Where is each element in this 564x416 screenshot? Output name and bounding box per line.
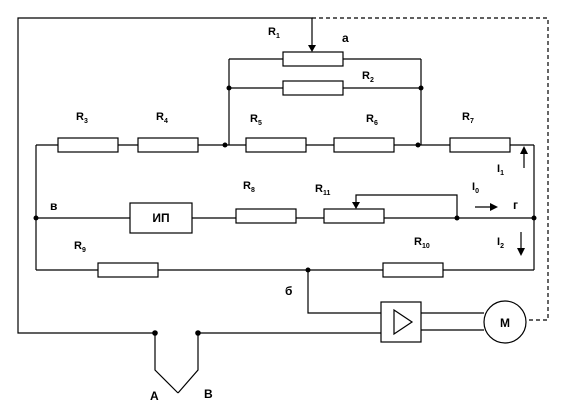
label-r4: R4 [156,111,168,125]
r1-slider-arrow-icon [308,45,316,52]
resistor-r6 [333,137,395,153]
node-label-B: В [204,387,213,401]
label-i0: I0 [472,181,479,195]
amplifier-triangle-icon [393,308,414,336]
amplifier [380,301,422,343]
label-r9: R9 [74,240,86,254]
power-source-box [129,202,193,234]
junction-dot [415,142,421,148]
resistor-r5 [245,137,307,153]
label-r1: R1 [268,26,280,40]
node-label-A: А [150,389,159,403]
terminal-dot [152,330,158,336]
i0-arrowhead-icon [490,203,498,211]
i2-arrowhead-icon [517,248,525,256]
resistor-r11 [323,208,385,224]
label-r11: R11 [315,183,330,197]
wire-feedback-dashed [312,17,549,321]
i1-arrowhead-icon [520,146,528,154]
label-r8: R8 [243,180,255,194]
thermocouple-leg-a [154,333,179,394]
junction-dot [531,215,537,221]
r11-slider-arrow-icon [352,202,360,209]
terminal-dot [195,330,201,336]
node-label-a: а [342,31,349,45]
resistor-r4 [137,137,199,153]
label-r5: R5 [250,113,262,127]
junction-dot [454,215,460,221]
resistor-r8 [235,208,297,224]
junction-dot [226,85,232,91]
wires [17,17,549,394]
node-label-b: б [285,284,292,298]
label-r7: R7 [462,111,474,125]
label-r3: R3 [76,111,88,125]
resistor-r10 [382,262,444,278]
motor: М [483,300,527,344]
wire-r11-slider [355,194,458,218]
resistor-r3 [57,137,119,153]
resistor-r9 [97,262,159,278]
label-r6: R6 [366,113,378,127]
junction-dot [222,142,228,148]
label-r2: R2 [362,70,374,84]
wire-b-to-amp [307,270,381,314]
resistor-r7 [449,137,511,153]
node-labels: а в г б А В [50,31,518,403]
current-arrows [475,146,528,256]
thermocouple-leg-b [177,333,199,394]
label-i2: I2 [497,236,504,250]
motor-label: М [500,316,510,330]
label-r10: R10 [414,236,430,250]
node-label-v: в [50,199,57,213]
junction-dot [33,215,39,221]
resistor-r1 [282,51,344,67]
power-source-label: ИП [152,211,169,225]
junctions [33,85,537,336]
resistor-r2 [282,80,344,96]
node-label-g: г [513,198,518,212]
amplifier-box [380,301,422,343]
power-source: ИП [129,202,193,234]
label-i1: I1 [497,163,504,177]
junction-dot [305,267,311,273]
motor-circle [483,300,527,344]
component-labels: R1 R2 R3 R4 R5 R6 R7 R8 R11 R9 R10 I1 I0… [74,26,504,254]
wire-outer-left [17,17,313,334]
slider-arrows [308,45,360,209]
junction-dot [418,85,424,91]
resistors [57,51,511,278]
